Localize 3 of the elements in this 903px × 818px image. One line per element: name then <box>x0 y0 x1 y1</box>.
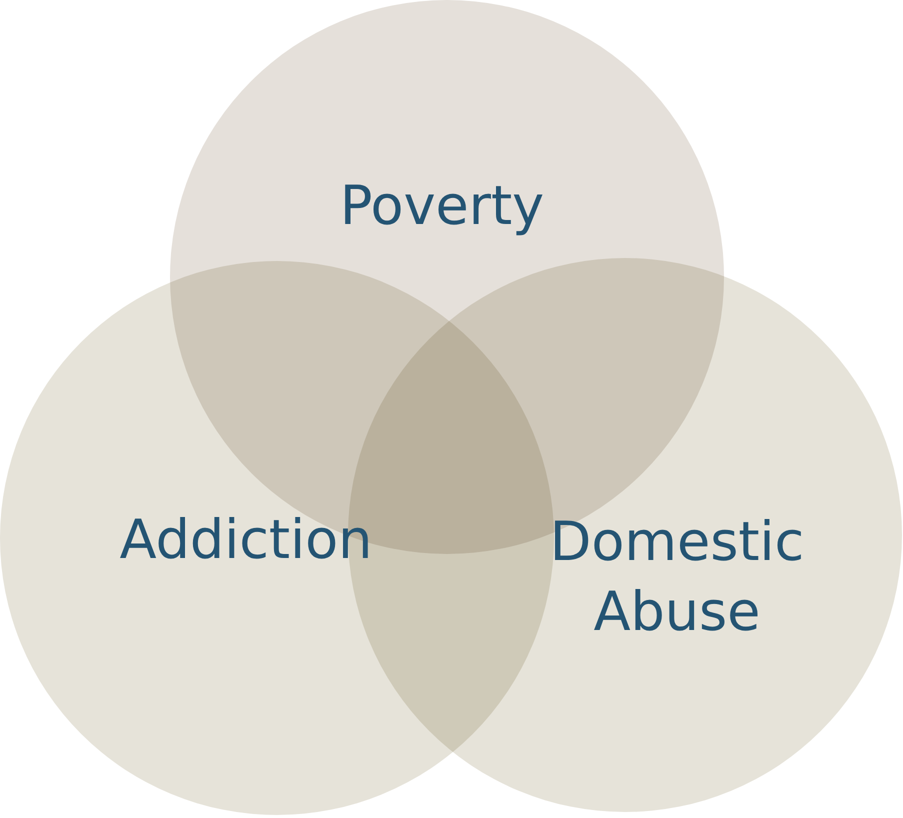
set-label: Domestic Abuse <box>550 508 804 645</box>
set-label: Addiction <box>120 506 372 573</box>
set-label: Poverty <box>340 172 544 239</box>
